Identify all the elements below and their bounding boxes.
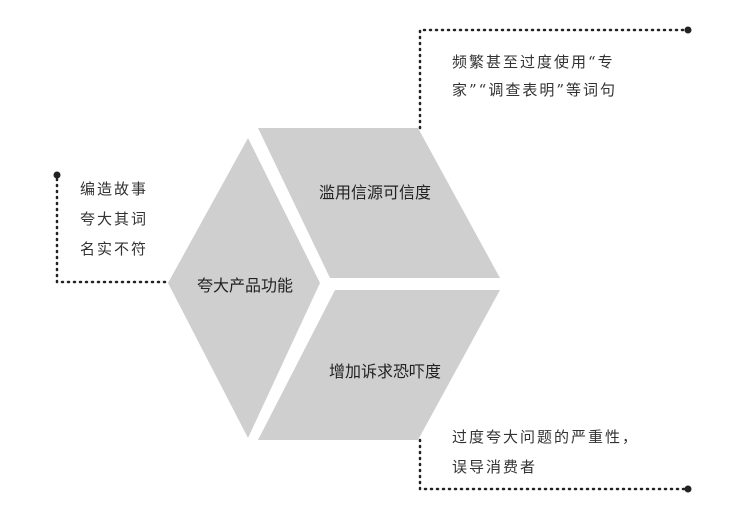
note-line: 频繁甚至过度使用“专 [452,53,615,71]
callout-line-exaggerate [55,175,167,284]
note-fear: 过度夸大问题的严重性， 误导消费者 [452,422,639,482]
segment-label-fear: 增加诉求恐吓度 [329,362,441,381]
note-line: 过度夸大问题的严重性， [452,428,640,446]
callout-dot-credibility [684,26,692,34]
note-line: 名实不符 [80,240,149,258]
segment-credibility [258,128,500,278]
segment-fear [258,290,500,440]
callout-line-credibility [418,28,690,130]
note-exaggerate: 编造故事 夸大其词 名实不符 [80,174,148,264]
note-credibility: 频繁甚至过度使用“专 家”“调查表明”等词句 [452,48,617,104]
segment-label-exaggerate: 夸大产品功能 [197,276,293,295]
segment-exaggerate [168,138,320,438]
note-line: 误导消费者 [452,458,538,476]
callout-line-fear [418,438,690,491]
callout-dot-exaggerate [53,171,61,179]
note-line: 夸大其词 [80,210,149,228]
note-line: 编造故事 [80,180,149,198]
note-line: 家”“调查表明”等词句 [452,81,618,99]
callout-dot-fear [684,485,692,493]
segment-label-credibility: 滥用信源可信度 [319,183,431,202]
